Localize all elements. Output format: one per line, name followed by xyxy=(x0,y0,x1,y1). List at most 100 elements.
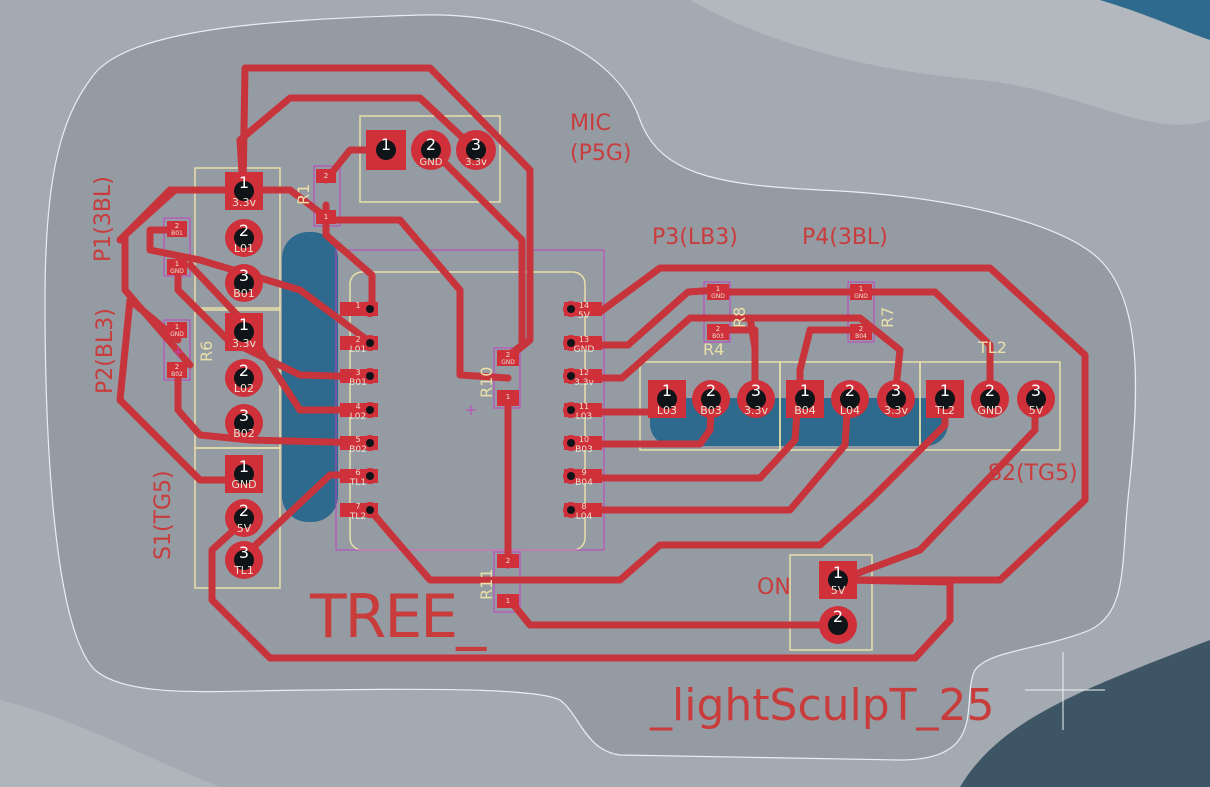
on-pad-num: 2 xyxy=(833,607,843,626)
p2-pad-num: 3 xyxy=(239,406,249,425)
p2-pad-net: B02 xyxy=(233,427,255,440)
r8-pad-num: 1 xyxy=(716,285,720,293)
p3-pad-num: 1 xyxy=(662,381,672,400)
ref-tl2: TL2 xyxy=(977,338,1007,357)
mcu-right-pads xyxy=(563,301,602,518)
mcu-pin-num: 9 xyxy=(581,468,586,477)
p1-pad-net: 3.3v xyxy=(232,196,256,209)
s1-pad-num: 1 xyxy=(239,457,249,476)
s1-pad-num: 2 xyxy=(239,501,249,520)
resistor-r6: 2 B01 1 GND xyxy=(167,221,187,275)
r1-pad-num: 2 xyxy=(324,172,328,180)
p2-pad-net: 3.3v xyxy=(232,337,256,350)
s2-pad-num: 2 xyxy=(985,381,995,400)
rp2-pad-net: GND xyxy=(170,331,184,338)
mcu-pin-net: L01 xyxy=(350,345,366,355)
r8-pad-num: 2 xyxy=(716,325,720,333)
r7-pad-net: B04 xyxy=(855,333,867,340)
mcu-pin-net: L02 xyxy=(350,412,366,422)
mic-header: 1 2 GND 3 3.3v xyxy=(366,130,496,170)
silkscreen-labels: MIC (P5G) P1(3BL) P2(BL3) S1(TG5) P3(LB3… xyxy=(91,111,1078,731)
r8-pad-net: B03 xyxy=(712,333,724,340)
ref-r10: R10 xyxy=(477,367,496,398)
r10-pad-net: GND xyxy=(501,359,515,366)
ref-r4: R4 xyxy=(703,340,724,359)
mcu-pin-net: 5V xyxy=(578,311,591,321)
label-tree: TREE_ xyxy=(309,582,487,652)
mic-pad-num: 2 xyxy=(426,135,436,154)
mcu-pin-net: L04 xyxy=(576,512,593,522)
p1-pad-net: L01 xyxy=(234,242,254,255)
r6-pad-net: GND xyxy=(170,268,184,275)
resistor-r10: 2 GND 1 xyxy=(497,350,519,406)
p3-pad-net: 3.3v xyxy=(744,404,768,417)
p3-pad-net: B03 xyxy=(700,404,722,417)
mic-pad-num: 3 xyxy=(471,135,481,154)
p4-pad-num: 1 xyxy=(800,381,810,400)
p1-pad-num: 3 xyxy=(239,266,249,285)
on-pad-net: 5V xyxy=(831,584,846,597)
mcu-pin-net: TL2 xyxy=(349,512,366,522)
mcu-pin-num: 2 xyxy=(355,335,360,344)
center-markers xyxy=(173,347,476,415)
p4-pad-net: L04 xyxy=(840,404,860,417)
reference-designators: R1 R6 R10 R11 R4 R8 R7 TL2 xyxy=(197,184,1007,600)
label-p2: P2(BL3) xyxy=(93,308,118,394)
p4-pad-net: 3.3v xyxy=(884,404,908,417)
mcu-pin-num: 10 xyxy=(579,435,589,444)
r6-pad-net: B01 xyxy=(171,230,183,237)
p4-pad-num: 2 xyxy=(845,381,855,400)
ref-r6: R6 xyxy=(197,341,216,362)
mcu-pin-net: B04 xyxy=(575,478,593,488)
mcu-pin-num: 4 xyxy=(355,402,360,411)
p4-pad-net: B04 xyxy=(794,404,816,417)
resistor-r11: 2 1 xyxy=(497,554,519,608)
mcu-pin-num: 6 xyxy=(355,468,360,477)
mcu-pin-num: 7 xyxy=(355,502,360,511)
p2-header: 1 3.3v 2 L02 3 B02 xyxy=(225,313,263,442)
label-mic-sub: (P5G) xyxy=(570,141,631,166)
p4-header: 1 B04 2 L04 3 3.3v xyxy=(786,380,915,418)
mcu-pin-net: GND xyxy=(574,345,595,355)
p2-pad-num: 2 xyxy=(239,361,249,380)
on-switch: 1 5V 2 xyxy=(819,561,857,644)
p3-header: 1 L03 2 B03 3 3.3v xyxy=(648,380,775,418)
mcu-pin-num: 1 xyxy=(355,301,360,310)
mcu-pin-num: 8 xyxy=(581,502,586,511)
p3-pad-num: 3 xyxy=(751,381,761,400)
s2-header: 1 TL2 2 GND 3 5V xyxy=(926,380,1055,418)
s1-pad-net: TL1 xyxy=(233,564,254,577)
p4-pad-num: 3 xyxy=(891,381,901,400)
s2-pad-net: GND xyxy=(977,404,1002,417)
s2-pad-num: 3 xyxy=(1031,381,1041,400)
s1-pad-net: GND xyxy=(231,478,256,491)
mcu-pin-num: 3 xyxy=(355,368,360,377)
origin-crosshair xyxy=(1025,652,1105,730)
r7-pad-num: 2 xyxy=(859,325,863,333)
p3-pad-num: 2 xyxy=(706,381,716,400)
ref-r8: R8 xyxy=(730,307,749,328)
resistor-r1: 2 1 xyxy=(316,169,336,224)
mcu-pin-net: 3.3v xyxy=(574,378,594,388)
mcu-pin-net: L03 xyxy=(576,412,592,422)
r1-pad-num: 1 xyxy=(324,213,328,221)
fab-outlines xyxy=(163,165,875,613)
resistor-r7: 1 GND 2 B04 xyxy=(850,284,872,340)
r6-pad-num: 2 xyxy=(175,222,179,230)
rp2-pad-num: 1 xyxy=(175,323,179,331)
rp2-pad-num: 2 xyxy=(175,363,179,371)
p1-pad-net: B01 xyxy=(233,287,255,300)
mcu-pin-num: 12 xyxy=(579,368,589,377)
r8-pad-net: GND xyxy=(711,293,725,300)
mic-pad-num: 1 xyxy=(381,135,391,154)
mcu-pin-num: 5 xyxy=(355,435,360,444)
label-on: ON xyxy=(757,575,791,600)
ref-r7: R7 xyxy=(878,307,897,328)
r6-pad-num: 1 xyxy=(175,260,179,268)
p3-pad-net: L03 xyxy=(657,404,677,417)
r7-pad-net: GND xyxy=(854,293,868,300)
r11-pad-num: 2 xyxy=(506,557,510,565)
label-s1: S1(TG5) xyxy=(151,470,176,560)
mcu-pin-net: TL1 xyxy=(349,478,366,488)
